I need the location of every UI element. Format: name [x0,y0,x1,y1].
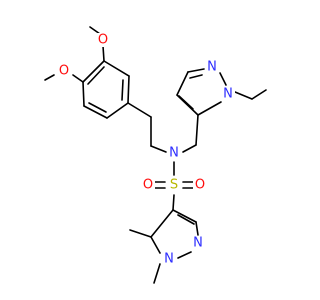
bond [44,74,55,81]
bond [251,89,267,100]
molecule-structure-diagram: O O N N N S O O [44,26,267,284]
atom-labels: O O N N N S O O [57,33,235,267]
bond [150,145,167,153]
atom-label: O [195,178,205,193]
bond [178,95,194,110]
oxygen-atom: O [57,64,71,79]
oxygen-atom: O [96,33,110,48]
atom-label: N [207,60,217,75]
bond [172,194,175,211]
bond [176,71,189,96]
bond [72,74,84,83]
nitrogen-atom: N [167,146,181,161]
bond [82,60,105,83]
nitrogen-atom: N [191,236,205,251]
bond [172,209,197,223]
bond [82,81,85,107]
bond [187,68,205,73]
bond [189,74,203,79]
bond [102,45,105,62]
sulfur-atom: S [167,178,181,193]
bond [88,102,107,113]
bond [234,91,253,100]
bond [150,209,174,238]
nitrogen-atom: N [162,252,176,267]
bond [219,72,227,86]
bond [195,114,199,146]
bond [87,66,105,85]
atom-label: O [98,33,108,48]
oxygen-atom: O [141,178,155,193]
bond [182,144,197,153]
atom-label: N [193,236,203,251]
atom-label: O [59,64,69,79]
bond [83,105,108,119]
bond [153,263,161,284]
bond [127,102,152,118]
bond [89,26,101,35]
nitrogen-atom: N [221,87,235,102]
atom-label: N [223,87,233,102]
bond [197,101,222,116]
atom-label: N [169,146,179,161]
atom-label: N [164,252,174,267]
bond [150,236,161,254]
atom-label: S [170,178,178,193]
oxygen-atom: O [193,178,207,193]
bonds [44,26,267,284]
bond [177,214,195,225]
bond [177,251,192,259]
bond [129,229,152,238]
atom-label: O [143,178,153,193]
nitrogen-atom: N [205,60,219,75]
bond [127,75,130,104]
bond [106,102,129,119]
bond [195,221,199,236]
bond [103,60,130,77]
bond [121,79,124,101]
